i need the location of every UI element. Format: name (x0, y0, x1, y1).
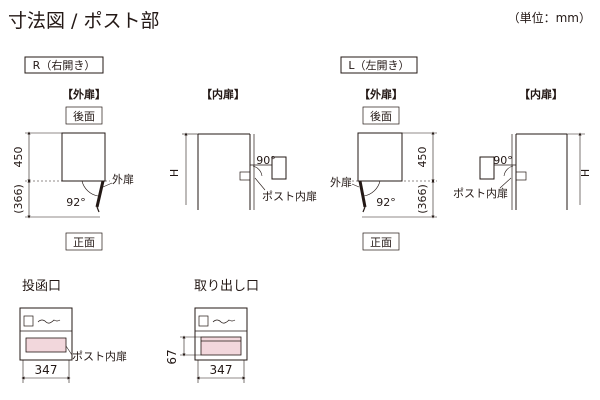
l-inner-hinge (515, 171, 527, 181)
r-outer-title: 【外扉】 (62, 87, 106, 101)
l-dim-450: 450 (416, 147, 429, 168)
l-outer-angle: 92° (376, 196, 396, 209)
r-outer-door-label: 外扉 (112, 173, 134, 186)
l-back-label: 後面 (370, 109, 392, 123)
r-outer-angle-arc (81, 180, 99, 197)
slot-width: 347 (35, 363, 58, 377)
r-inner-leader (254, 177, 266, 191)
slot-leader (65, 345, 73, 356)
slot-lock-icon (23, 315, 34, 327)
l-inner-leader (499, 177, 512, 189)
slot-box (19, 307, 73, 361)
r-dim-366: (366) (12, 184, 25, 214)
l-outer-angle-arc (363, 180, 381, 197)
outlet-lock-icon (198, 315, 209, 327)
l-outer-door-label: 外扉 (330, 176, 352, 189)
l-outer-door (358, 180, 367, 208)
page-title: 寸法図 / ポスト部 (8, 10, 159, 32)
l-outer-door-leader (351, 183, 360, 188)
r-outer-angle: 92° (66, 196, 86, 209)
r-outer-door-tip (96, 206, 100, 213)
outlet-box (194, 307, 248, 361)
r-inner-angle: 90° (256, 154, 276, 167)
l-outer-door-tip (362, 206, 366, 213)
r-h-label: H (168, 169, 181, 177)
l-inner-angle-arc (503, 165, 514, 177)
l-inner-title: 【内扉】 (519, 87, 563, 101)
r-inner-flap (271, 156, 287, 180)
outlet-height: 67 (165, 349, 179, 364)
l-section-label: L（左開き） (348, 59, 409, 72)
r-section-label-box (24, 56, 104, 74)
r-back-label: 後面 (73, 109, 95, 123)
r-inner-angle-arc (252, 165, 263, 177)
slot-title: 投函口 (22, 278, 61, 294)
slot-door-label: ポスト内扉 (72, 349, 127, 363)
r-front-label-box (65, 232, 103, 251)
l-front-label: 正面 (370, 236, 392, 249)
l-inner-flap (479, 156, 495, 180)
l-outer-title: 【外扉】 (359, 87, 403, 101)
l-inner-door-label: ポスト内扉 (453, 186, 508, 200)
r-inner-title: 【内扉】 (201, 87, 245, 101)
outlet-title: 取り出し口 (194, 279, 259, 294)
r-section-label: R（右開き） (33, 58, 96, 72)
r-outer-box (61, 132, 106, 182)
l-section-label-box (340, 56, 418, 74)
outlet-logo (212, 319, 236, 324)
l-h-label: H (579, 169, 592, 177)
r-front-label: 正面 (73, 236, 95, 249)
r-inner-hinge (239, 171, 251, 181)
outlet-opening (200, 336, 242, 356)
unit-note: （単位：mm） (508, 10, 591, 25)
r-inner-door-label: ポスト内扉 (262, 189, 317, 203)
r-outer-door (95, 180, 105, 208)
r-outer-door-leader (102, 182, 113, 188)
slot-opening (25, 337, 67, 353)
outlet-width: 347 (210, 363, 233, 377)
l-outer-box (357, 132, 403, 182)
l-inner-angle: 90° (493, 154, 513, 167)
l-back-label-box (362, 106, 400, 125)
l-front-label-box (362, 232, 400, 251)
r-dim-450: 450 (12, 147, 25, 168)
l-dim-366: (366) (416, 184, 429, 214)
slot-logo (37, 319, 61, 324)
r-back-label-box (65, 106, 103, 125)
